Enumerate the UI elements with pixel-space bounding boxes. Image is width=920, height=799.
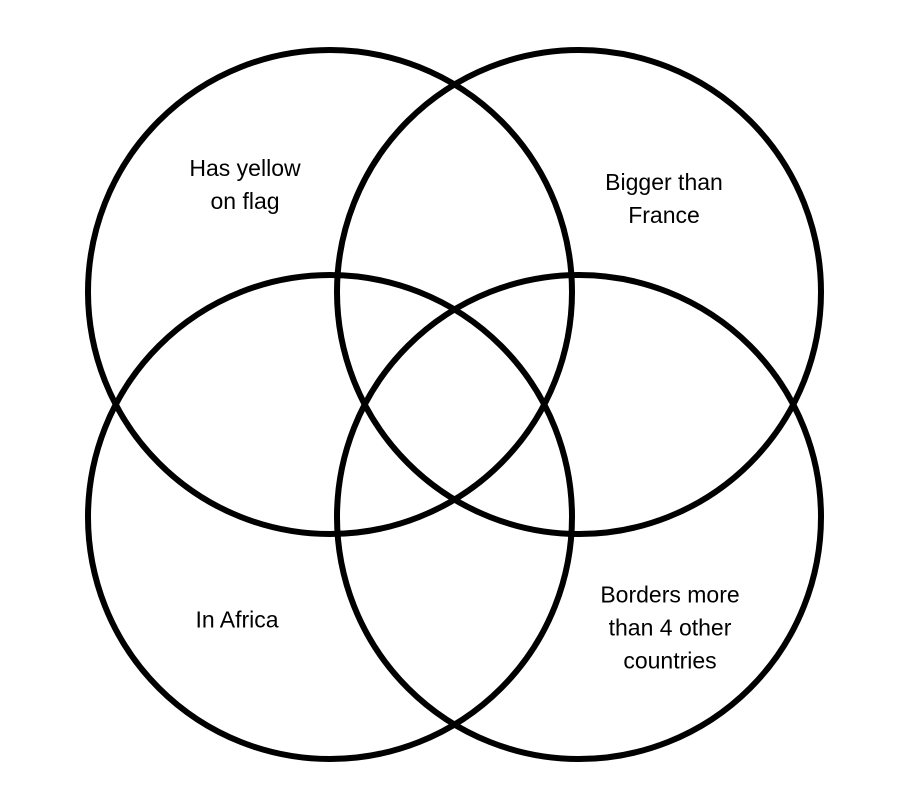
label-in-africa: In Africa xyxy=(195,606,279,633)
label-borders-more-than-4-other-countries: Borders more than 4 other countries xyxy=(600,581,740,674)
label-bigger-than-france: Bigger than France xyxy=(605,169,723,228)
circle-has-yellow-on-flag xyxy=(85,47,575,537)
label-has-yellow-on-flag: Has yellow on flag xyxy=(189,155,301,214)
circle-borders-more-than-4-other-countries xyxy=(334,272,824,762)
circle-in-africa xyxy=(85,272,575,762)
circle-bigger-than-france xyxy=(334,47,824,537)
